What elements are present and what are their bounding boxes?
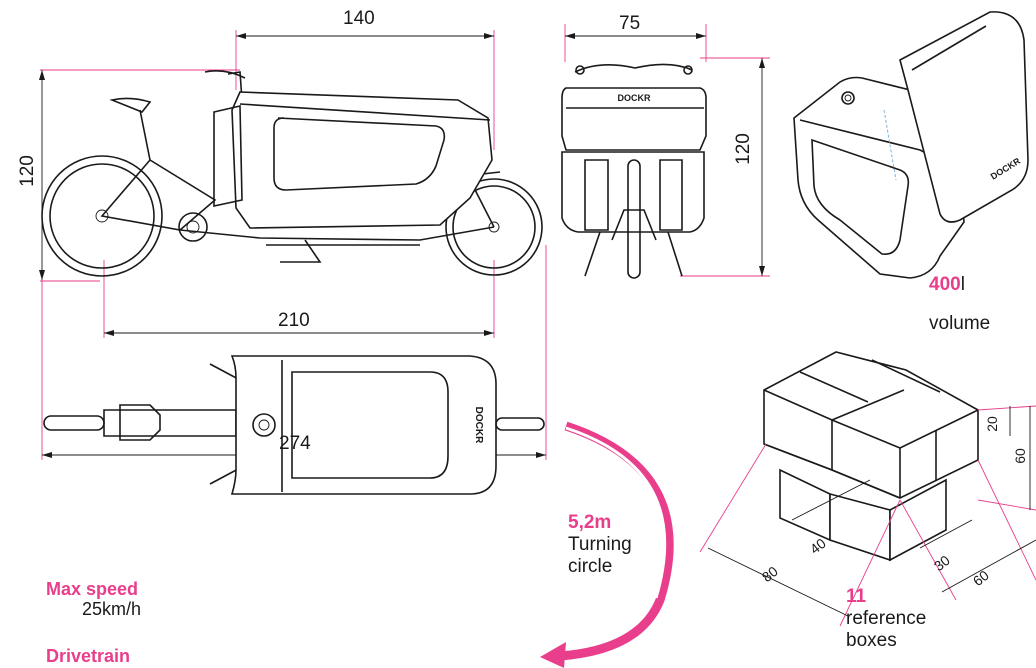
turning-circle-arrow (540, 421, 674, 668)
dim-line-210 (104, 330, 494, 336)
rear-wheel (41, 155, 163, 277)
top-logo: DOCKR (473, 407, 484, 444)
dim-75-label: 75 (619, 13, 641, 34)
turning-value: 5,2m (568, 512, 612, 533)
top-view-bike: DOCKR (42, 355, 546, 495)
volume-value: 400 (929, 274, 961, 295)
boxes-count: 11 (846, 586, 867, 607)
drivetrain-label: Drivetrain (46, 646, 131, 666)
boxes-label-line2: boxes (846, 629, 897, 651)
open-cargo-box: DOCKR (793, 11, 1029, 279)
volume-figure: 400l (929, 274, 965, 296)
bike-frame (100, 70, 501, 263)
cargo-box-side (213, 91, 493, 229)
dim-210-label: 210 (278, 310, 310, 331)
dim-line-75 (565, 33, 706, 39)
dim-140-label: 140 (343, 8, 375, 29)
front-view-bike: DOCKR (561, 24, 770, 279)
boxes-label-line1: reference (846, 607, 927, 629)
turning-label-line1: Turning (568, 533, 632, 555)
volume-unit: l (960, 274, 965, 295)
max-speed-label: Max speed (46, 579, 139, 599)
volume-label: volume (929, 313, 991, 334)
dim-line-120-side (39, 70, 45, 280)
dim-120-side-label: 120 (17, 155, 38, 187)
side-view-bike (39, 30, 547, 460)
dim-line-120-front (759, 58, 765, 276)
box-dim-20: 20 (983, 416, 1000, 432)
dim-274-label: 274 (279, 433, 311, 454)
dim-120-front-label: 120 (733, 133, 754, 165)
turning-block: 5,2m Turning circle (568, 512, 632, 578)
boxes-block: 11 reference boxes (846, 586, 926, 652)
front-wheel (445, 178, 543, 276)
dim-line-140 (236, 33, 494, 39)
front-logo: DOCKR (618, 93, 651, 103)
max-speed-value: 25km/h (82, 599, 142, 619)
box-dim-60b: 60 (1011, 448, 1028, 464)
reference-boxes (699, 351, 1036, 627)
turning-label-line2: circle (568, 555, 613, 577)
